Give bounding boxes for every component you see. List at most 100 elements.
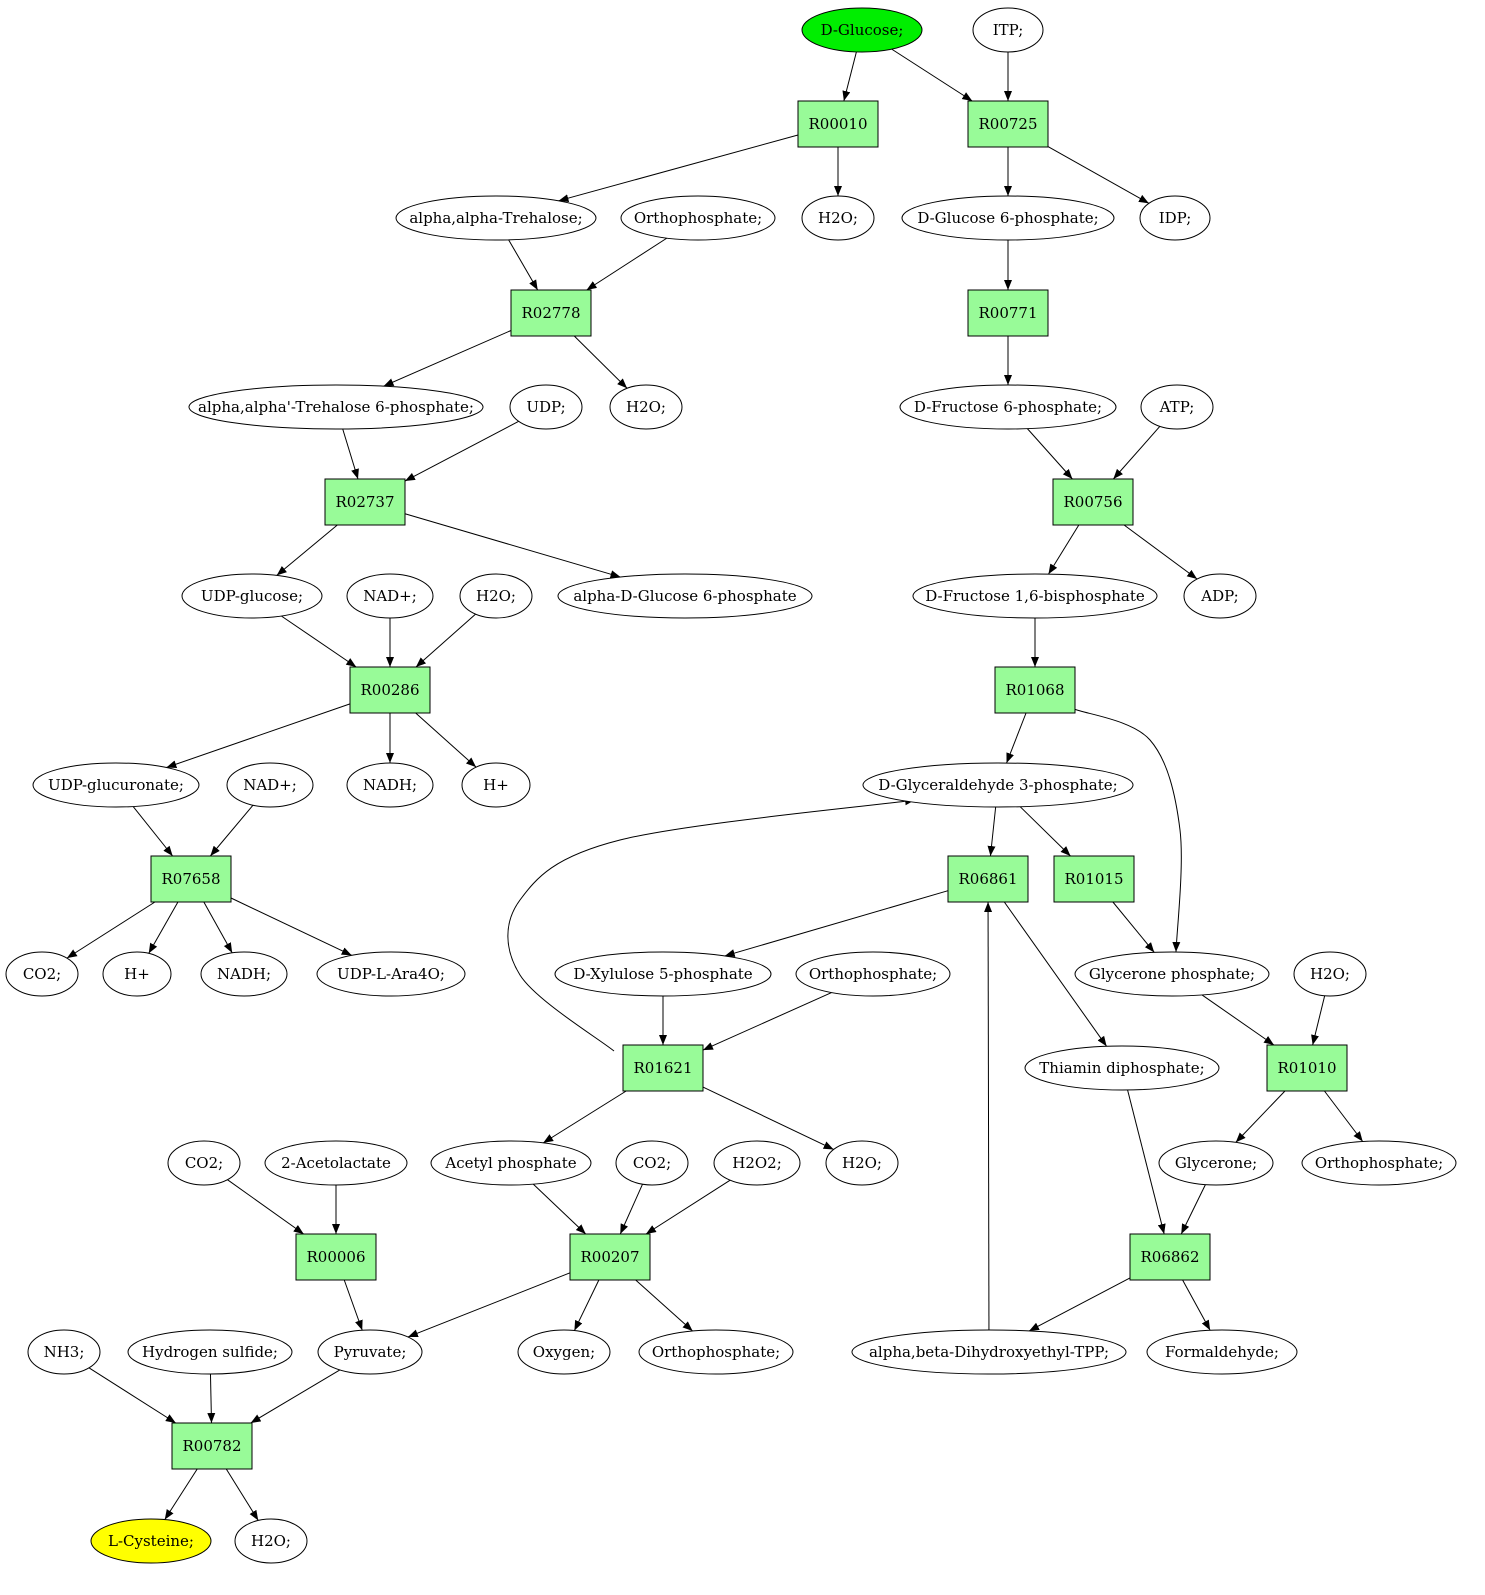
reaction-box bbox=[295, 1233, 377, 1281]
compound-ellipse bbox=[1024, 1045, 1220, 1091]
compound-node-co2-1: CO2; bbox=[5, 951, 79, 997]
compound-node-nad-plus-2: NAD+; bbox=[226, 762, 314, 808]
compound-node-h2o-3: H2O; bbox=[459, 573, 533, 619]
edge-r07658-to-h-plus-2 bbox=[148, 901, 179, 954]
reaction-box bbox=[171, 1422, 253, 1470]
compound-node-h2o-6: H2O; bbox=[234, 1518, 308, 1564]
reaction-label: R06862 bbox=[1140, 1248, 1199, 1266]
reaction-node-r00771: R00771 bbox=[967, 289, 1049, 337]
reaction-box bbox=[150, 855, 232, 903]
reaction-label: R01015 bbox=[1064, 870, 1123, 888]
compound-label: D-Fructose 1,6-bisphosphate bbox=[925, 587, 1145, 605]
edge-r02778-to-h2o-2 bbox=[573, 335, 628, 389]
reaction-box bbox=[622, 1044, 704, 1092]
edge-r00756-to-d-fructose-1-6-bisphosphate bbox=[1048, 524, 1080, 575]
compound-label: Oxygen; bbox=[533, 1343, 595, 1361]
reaction-node-r00782: R00782 bbox=[171, 1422, 253, 1470]
compound-ellipse bbox=[317, 1329, 423, 1375]
compound-label: alpha-D-Glucose 6-phosphate bbox=[573, 587, 796, 605]
compound-label: UDP-L-Ara4O; bbox=[337, 965, 445, 983]
reaction-box bbox=[569, 1233, 651, 1281]
compound-node-d-glucose-6-phosphate: D-Glucose 6-phosphate; bbox=[901, 195, 1115, 241]
reaction-label: R06861 bbox=[958, 870, 1017, 888]
edge-r00207-to-orthophosphate-4 bbox=[635, 1279, 693, 1332]
edge-co2-3-to-r00207 bbox=[619, 1184, 643, 1235]
compound-node-idp: IDP; bbox=[1139, 195, 1211, 241]
reaction-box bbox=[510, 289, 592, 337]
edge-pyruvate-to-r00782 bbox=[250, 1369, 341, 1424]
compound-label: H2O; bbox=[251, 1532, 291, 1550]
compound-ellipse bbox=[32, 762, 200, 808]
compound-node-nad-plus-1: NAD+; bbox=[346, 573, 434, 619]
compound-label: H2O2; bbox=[732, 1154, 782, 1172]
reaction-node-r00286: R00286 bbox=[349, 666, 431, 714]
compound-ellipse bbox=[188, 384, 484, 430]
compound-ellipse bbox=[1293, 951, 1367, 997]
reaction-box bbox=[1266, 1044, 1348, 1092]
compound-label: CO2; bbox=[185, 1154, 223, 1172]
compound-ellipse bbox=[200, 951, 288, 997]
reaction-box bbox=[967, 289, 1049, 337]
compound-label: NH3; bbox=[44, 1343, 85, 1361]
compound-label: Pyruvate; bbox=[334, 1343, 407, 1361]
edge-r00286-to-udp-glucuronate bbox=[166, 703, 351, 769]
compound-node-thiamin-diphosphate: Thiamin diphosphate; bbox=[1024, 1045, 1220, 1091]
reaction-box bbox=[994, 666, 1076, 714]
compound-label: ATP; bbox=[1159, 398, 1195, 416]
compound-label: NAD+; bbox=[363, 587, 417, 605]
reaction-label: R02778 bbox=[521, 304, 580, 322]
compound-label: L-Cysteine; bbox=[108, 1532, 194, 1550]
compound-node-h-plus-2: H+ bbox=[102, 951, 172, 997]
reaction-box bbox=[1052, 478, 1134, 526]
edge-d-glucose-to-r00725 bbox=[891, 48, 973, 102]
compound-node-d-xylulose-5-phosphate: D-Xylulose 5-phosphate bbox=[554, 951, 772, 997]
compound-node-acetyl-phosphate: Acetyl phosphate bbox=[430, 1140, 592, 1186]
compound-label: Acetyl phosphate bbox=[444, 1154, 576, 1172]
compound-label: Hydrogen sulfide; bbox=[142, 1343, 278, 1361]
compound-label: H2O; bbox=[818, 209, 858, 227]
compound-ellipse bbox=[620, 195, 776, 241]
edge-r01010-to-glycerone bbox=[1235, 1090, 1286, 1143]
edge-orthophosphate-1-to-r02778 bbox=[586, 237, 668, 291]
reaction-box bbox=[967, 100, 1049, 148]
compound-node-trehalose-6-phosphate: alpha,alpha'-Trehalose 6-phosphate; bbox=[188, 384, 484, 430]
compound-label: IDP; bbox=[1159, 209, 1192, 227]
compound-ellipse bbox=[127, 1329, 293, 1375]
reaction-label: R01621 bbox=[633, 1059, 692, 1077]
compound-label: Formaldehyde; bbox=[1165, 1343, 1279, 1361]
compound-ellipse bbox=[901, 195, 1115, 241]
compound-label: alpha,beta-Dihydroxyethyl-TPP; bbox=[869, 1343, 1109, 1361]
compound-label: Orthophosphate; bbox=[652, 1343, 780, 1361]
compound-ellipse bbox=[90, 1518, 212, 1564]
edge-acetyl-phosphate-to-r00207 bbox=[532, 1183, 587, 1235]
compound-label: H+ bbox=[124, 965, 150, 983]
reaction-label: R00286 bbox=[360, 681, 419, 699]
edge-d-glyceraldehyde-3-phosphate-to-r06861 bbox=[987, 806, 997, 857]
compound-node-orthophosphate-2: Orthophosphate; bbox=[795, 951, 951, 997]
compound-node-orthophosphate-4: Orthophosphate; bbox=[638, 1329, 794, 1375]
compound-label: Glycerone; bbox=[1175, 1154, 1257, 1172]
edge-co2-2-to-r00006 bbox=[227, 1179, 304, 1235]
compound-ellipse bbox=[851, 1329, 1127, 1375]
compound-node-d-glucose: D-Glucose; bbox=[801, 7, 923, 53]
compound-ellipse bbox=[795, 951, 951, 997]
reaction-node-r00725: R00725 bbox=[967, 100, 1049, 148]
compound-label: H2O; bbox=[1310, 965, 1350, 983]
compound-label: CO2; bbox=[23, 965, 61, 983]
compound-ellipse bbox=[1183, 573, 1257, 619]
compound-node-h2o-2: H2O; bbox=[609, 384, 683, 430]
compound-label: UDP; bbox=[526, 398, 565, 416]
compound-node-glycerone: Glycerone; bbox=[1158, 1140, 1274, 1186]
edge-hydrogen-sulfide-to-r00782 bbox=[207, 1373, 216, 1424]
compound-ellipse bbox=[316, 951, 466, 997]
edge-nad-plus-2-to-r07658 bbox=[209, 804, 254, 857]
reaction-node-r01068: R01068 bbox=[994, 666, 1076, 714]
reaction-box bbox=[349, 666, 431, 714]
reaction-box bbox=[1129, 1233, 1211, 1281]
reaction-label: R00756 bbox=[1063, 493, 1122, 511]
compound-node-adp: ADP; bbox=[1183, 573, 1257, 619]
compound-node-h2o2: H2O2; bbox=[713, 1140, 801, 1186]
compound-label: D-Glyceraldehyde 3-phosphate; bbox=[878, 776, 1117, 794]
compound-label: D-Glucose; bbox=[821, 21, 904, 39]
compound-node-h2o-5: H2O; bbox=[825, 1140, 899, 1186]
